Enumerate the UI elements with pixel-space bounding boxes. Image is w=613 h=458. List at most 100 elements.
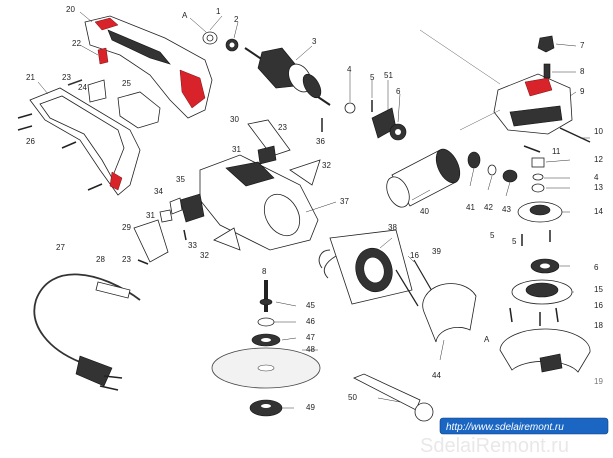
ring-13 — [531, 183, 545, 193]
label-4a: 4 — [347, 65, 352, 74]
url-text: http://www.sdelairemont.ru — [446, 422, 564, 433]
lock-button-7 — [537, 35, 555, 53]
label-51: 51 — [384, 71, 393, 80]
label-13: 13 — [594, 183, 603, 192]
nut-49 — [249, 399, 283, 417]
handle-half-21 — [29, 87, 141, 196]
washer-4 — [344, 102, 356, 114]
screws-5b — [521, 230, 551, 246]
cover-30 — [247, 119, 291, 157]
label-12: 12 — [594, 155, 603, 164]
label-29: 29 — [122, 223, 131, 232]
part-25 — [117, 91, 161, 129]
label-5c: 5 — [490, 231, 495, 240]
label-36: 36 — [316, 137, 325, 146]
disc-48 — [211, 347, 321, 389]
label-32b: 32 — [200, 251, 209, 260]
label-34: 34 — [154, 187, 163, 196]
label-19: 19 — [594, 377, 603, 386]
label-16b: 16 — [410, 251, 419, 260]
label-48: 48 — [306, 345, 315, 354]
label-3: 3 — [312, 37, 317, 46]
part-22 — [97, 47, 109, 65]
wheel-guard-19 — [499, 328, 591, 373]
label-50: 50 — [348, 393, 357, 402]
washer-42 — [487, 164, 497, 176]
label-38: 38 — [388, 223, 397, 232]
label-24: 24 — [78, 83, 87, 92]
label-10: 10 — [594, 127, 603, 136]
label-8b: 8 — [262, 267, 267, 276]
ring-4b — [532, 173, 544, 181]
wrench-50 — [353, 373, 434, 422]
label-45: 45 — [306, 301, 315, 310]
label-21: 21 — [26, 73, 35, 82]
gear-housing-9 — [493, 73, 573, 135]
label-39: 39 — [432, 247, 441, 256]
label-5a: 5 — [370, 73, 375, 82]
gear-41 — [467, 151, 481, 169]
label-16a: 16 — [594, 301, 603, 310]
label-26: 26 — [26, 137, 35, 146]
label-23b: 23 — [278, 123, 287, 132]
flange-47 — [251, 333, 281, 347]
label-11: 11 — [552, 147, 561, 156]
label-15: 15 — [594, 285, 603, 294]
label-32a: 32 — [322, 161, 331, 170]
part-31b — [159, 209, 173, 223]
label-6b: 6 — [594, 263, 599, 272]
brush-holder-35 — [179, 193, 205, 223]
leader-lines — [37, 11, 590, 409]
label-18: 18 — [594, 321, 603, 330]
bearing-2 — [225, 38, 239, 52]
label-2: 2 — [234, 15, 239, 24]
side-handle-40 — [386, 148, 461, 208]
nut-43 — [502, 169, 518, 183]
screw-23-top — [67, 79, 83, 86]
bearing-1 — [202, 31, 218, 45]
label-28: 28 — [96, 255, 105, 264]
brush-cover-32 — [213, 159, 321, 251]
spindle-45 — [259, 280, 273, 312]
screws-16 — [509, 307, 559, 326]
label-23a: 23 — [62, 73, 71, 82]
label-23c: 23 — [122, 255, 131, 264]
part-24 — [87, 79, 107, 103]
cord-sleeve-28 — [95, 281, 131, 299]
label-A-bottom: A — [484, 335, 490, 344]
screw-11 — [523, 145, 541, 153]
part-31a — [257, 145, 277, 165]
flange-15 — [511, 279, 573, 305]
label-14: 14 — [594, 207, 603, 216]
label-41: 41 — [466, 203, 475, 212]
screw-10 — [559, 127, 591, 143]
label-1: 1 — [216, 7, 221, 16]
label-40: 40 — [420, 207, 429, 216]
bearing-6b — [530, 258, 560, 274]
baffle-44 — [422, 283, 477, 343]
label-43: 43 — [502, 205, 511, 214]
label-46: 46 — [306, 317, 315, 326]
label-42: 42 — [484, 203, 493, 212]
watermark-text: SdelaiRemont.ru — [420, 435, 569, 457]
label-33: 33 — [188, 241, 197, 250]
screws-26 — [17, 113, 103, 191]
stator-wires — [318, 249, 337, 279]
label-37: 37 — [340, 197, 349, 206]
label-25: 25 — [122, 79, 131, 88]
url-badge: http://www.sdelairemont.ru — [439, 417, 609, 435]
label-4b: 4 — [594, 173, 599, 182]
bevel-gear-14 — [517, 201, 563, 223]
label-A-top: A — [182, 11, 188, 20]
label-31a: 31 — [232, 145, 241, 154]
bearing-6 — [389, 123, 407, 141]
label-31b: 31 — [146, 211, 155, 220]
stator-38 — [329, 229, 413, 305]
spring-8 — [543, 63, 551, 79]
label-35: 35 — [176, 175, 185, 184]
label-44: 44 — [432, 371, 441, 380]
label-7: 7 — [580, 41, 585, 50]
brush-34 — [169, 197, 183, 215]
label-8a: 8 — [580, 67, 585, 76]
